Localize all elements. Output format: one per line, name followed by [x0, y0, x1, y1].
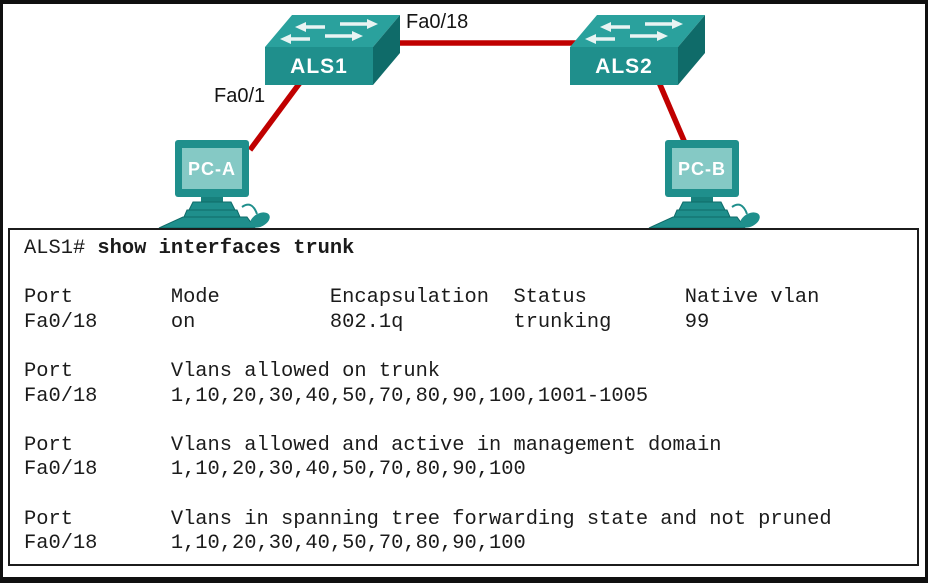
network-topology-diagram: ALS1 ALS2 PC-A PC-B Fa0/18 Fa0/1 — [0, 0, 928, 228]
switch-als1-label: ALS1 — [290, 55, 348, 78]
pc-b-label: PC-B — [678, 159, 726, 179]
terminal-line: Fa0/18 1,10,20,30,40,50,70,80,90,100 — [24, 458, 526, 482]
terminal-line — [24, 409, 917, 434]
terminal-line: Port Vlans allowed and active in managem… — [24, 433, 722, 457]
terminal-line — [24, 262, 917, 287]
terminal-line: Port Vlans in spanning tree forwarding s… — [24, 507, 832, 531]
terminal-line — [24, 335, 917, 360]
terminal-line: Fa0/18 1,10,20,30,40,50,70,80,90,100 — [24, 532, 526, 556]
terminal-line — [24, 483, 917, 508]
access-link-als2-pcb — [655, 78, 691, 152]
trunk-port-label: Fa0/18 — [406, 11, 469, 33]
topology-canvas — [158, 13, 764, 228]
cli-command-line: ALS1# show interfaces trunk — [24, 237, 917, 262]
network-links — [247, 40, 691, 152]
cli-prompt: ALS1# — [24, 237, 98, 260]
pc-a-label: PC-A — [188, 159, 236, 179]
terminal-line: Port Mode Encapsulation Status Native vl… — [24, 286, 820, 310]
pc-a-icon — [158, 139, 274, 228]
access-port-label: Fa0/1 — [214, 85, 266, 107]
switch-als2-label: ALS2 — [595, 55, 653, 78]
access-link-als1-pca — [247, 78, 305, 152]
terminal-line: Port Vlans allowed on trunk — [24, 359, 441, 383]
terminal-line: Fa0/18 on 802.1q trunking 99 — [24, 310, 710, 334]
terminal-line: Fa0/18 1,10,20,30,40,50,70,80,90,100,100… — [24, 384, 649, 408]
pc-b-icon — [648, 139, 764, 228]
cli-output-window: ALS1# show interfaces trunk Port Mode En… — [8, 228, 919, 566]
cli-command: show interfaces trunk — [97, 237, 355, 260]
